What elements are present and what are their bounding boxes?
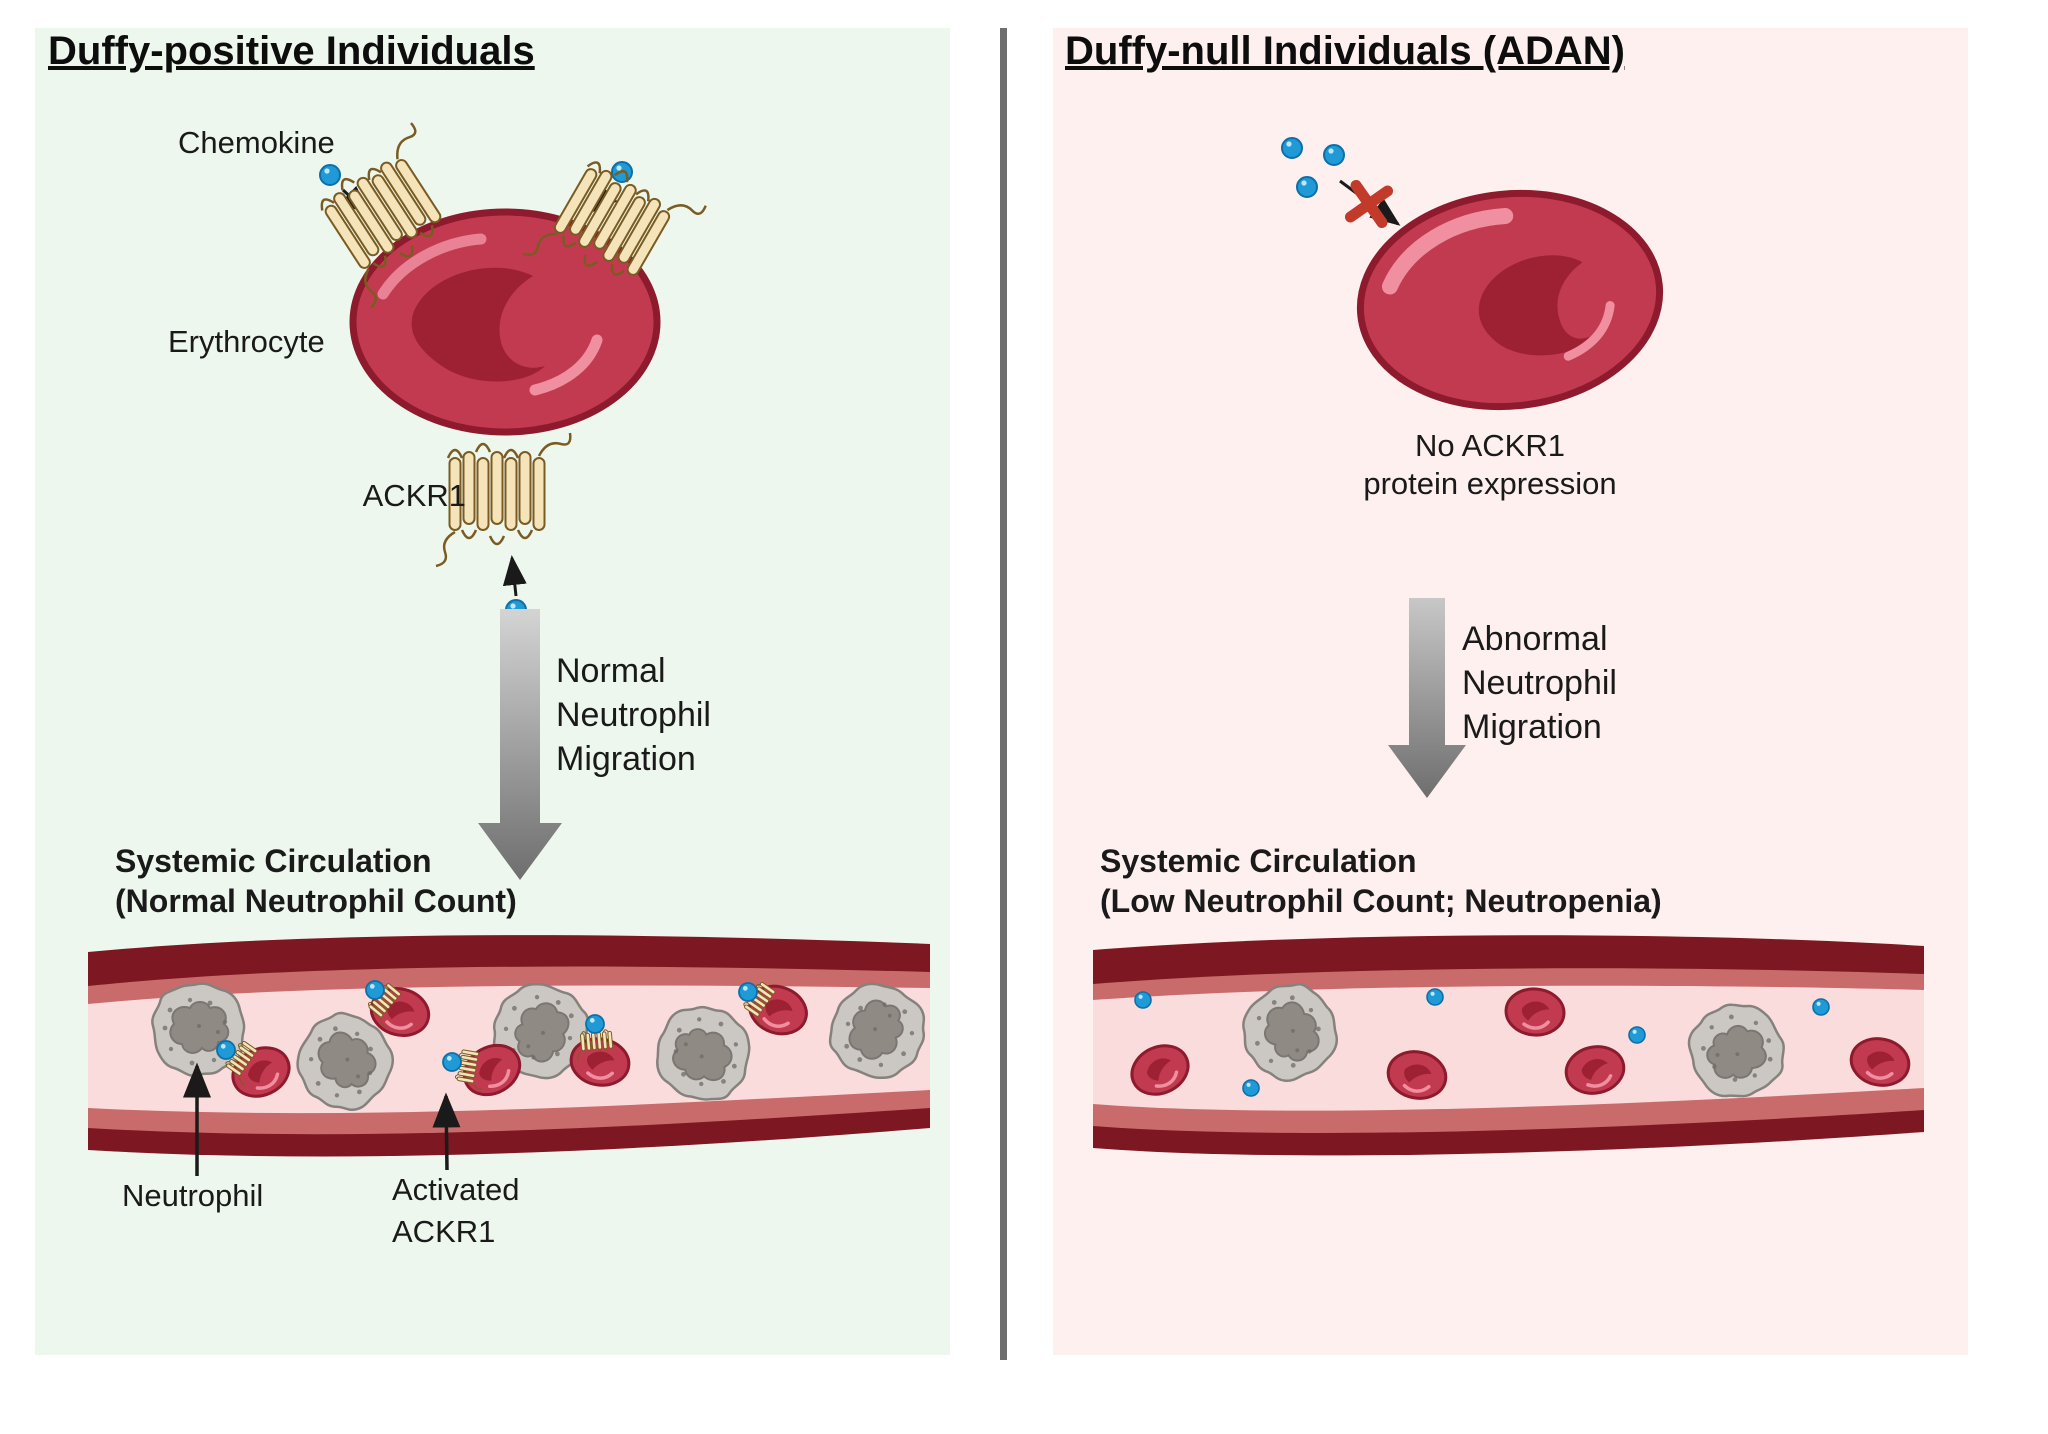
neutrophil-label: Neutrophil <box>122 1178 263 1213</box>
migration-text-line: Neutrophil <box>1462 664 1617 702</box>
migration-arrow-icon <box>1388 598 1466 798</box>
chemokine-dot-icon <box>319 164 341 186</box>
blocked-x-icon <box>1344 179 1394 229</box>
circulation-subtitle: (Low Neutrophil Count; Neutropenia) <box>1100 883 1662 919</box>
duffy-positive-panel: Duffy-positive Individuals Chemokine Ery… <box>35 28 950 1355</box>
chemokine-dot-icon <box>1426 988 1444 1006</box>
chemokine-dot-icon <box>1134 991 1152 1009</box>
chemokine-label: Chemokine <box>178 125 335 160</box>
chemokine-dot-icon <box>1323 144 1345 166</box>
migration-text-line: Neutrophil <box>556 696 711 734</box>
chemokine-dot-icon <box>738 982 758 1002</box>
left-panel-title: Duffy-positive Individuals <box>48 29 535 73</box>
chemokine-to-receptor-arrow <box>502 555 527 597</box>
circulation-title: Systemic Circulation <box>1100 843 1417 879</box>
erythrocyte-with-ackr1 <box>297 121 708 568</box>
no-ackr1-label: No ACKR1 <box>1415 428 1565 463</box>
chemokine-dot-icon <box>1296 176 1318 198</box>
migration-arrow-icon <box>478 609 562 880</box>
chemokine-dot-icon <box>216 1040 236 1060</box>
chemokine-dot-icon <box>585 1014 605 1034</box>
migration-text-line: Abnormal <box>1462 620 1608 658</box>
erythrocyte-label: Erythrocyte <box>168 324 325 359</box>
chemokine-dot-icon <box>1628 1026 1646 1044</box>
chemokine-dot-icon <box>1812 998 1830 1016</box>
activated-ackr1-label: Activated <box>392 1172 520 1207</box>
circulation-title: Systemic Circulation <box>115 843 432 879</box>
panel-divider <box>1000 28 1007 1360</box>
ackr1-label: ACKR1 <box>363 478 466 513</box>
chemokine-dot-icon <box>1281 137 1303 159</box>
chemokine-dot-icon <box>1242 1079 1260 1097</box>
duffy-null-panel: Duffy-null Individuals (ADAN) No ACKR1 p… <box>1053 28 1968 1355</box>
activated-ackr1-pointer-arrow <box>432 1092 461 1171</box>
migration-text-line: Migration <box>1462 708 1602 746</box>
right-panel-title: Duffy-null Individuals (ADAN) <box>1065 29 1625 73</box>
no-ackr1-label: protein expression <box>1363 466 1616 501</box>
blood-vessel <box>88 935 942 1157</box>
chemokine-dot-icon <box>365 980 385 1000</box>
migration-text-line: Migration <box>556 740 696 778</box>
circulation-subtitle: (Normal Neutrophil Count) <box>115 883 517 919</box>
blood-vessel <box>1093 935 1924 1156</box>
chemokine-dot-icon <box>442 1052 462 1072</box>
migration-text-line: Normal <box>556 652 666 690</box>
erythrocyte-no-ackr1 <box>1356 189 1664 411</box>
activated-ackr1-label: ACKR1 <box>392 1214 495 1249</box>
